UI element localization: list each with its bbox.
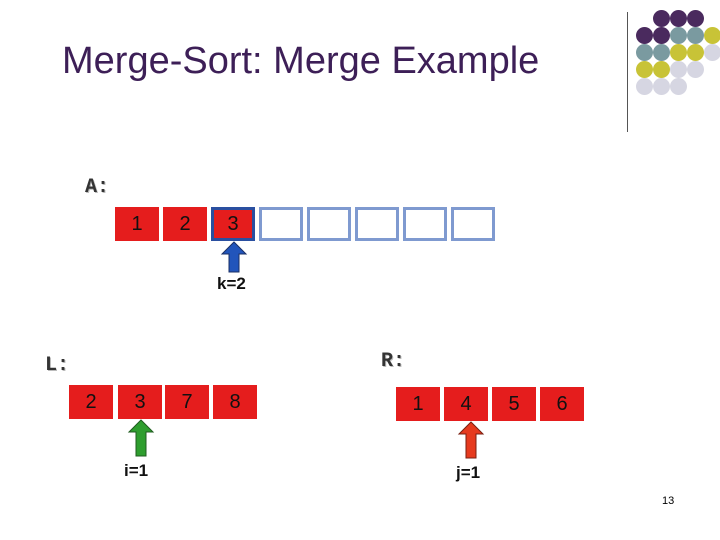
array-a-cell xyxy=(259,207,303,241)
decorative-dot xyxy=(704,44,720,61)
array-r-cell: 6 xyxy=(540,387,584,421)
array-r-cell: 5 xyxy=(492,387,536,421)
slide-title: Merge-Sort: Merge Example xyxy=(62,40,540,82)
array-a-cell xyxy=(403,207,447,241)
decorative-dot xyxy=(687,10,704,27)
decorative-dot xyxy=(636,27,653,44)
array-l-label: L: xyxy=(45,354,70,377)
decorative-dot xyxy=(687,27,704,44)
title-divider xyxy=(627,12,628,132)
array-a-cell: 2 xyxy=(163,207,207,241)
k-pointer-arrow-icon xyxy=(220,241,248,273)
decorative-dot xyxy=(653,10,670,27)
j-pointer-label: j=1 xyxy=(456,463,481,482)
decorative-dot xyxy=(670,78,687,95)
array-l-cell: 7 xyxy=(165,385,209,419)
decorative-dot xyxy=(670,61,687,78)
decorative-dot xyxy=(670,44,687,61)
decorative-dot xyxy=(670,27,687,44)
array-r-cell: 1 xyxy=(396,387,440,421)
array-a-cell xyxy=(355,207,399,241)
i-pointer-arrow-icon xyxy=(127,419,155,457)
decorative-dot xyxy=(636,78,653,95)
decorative-dot xyxy=(687,61,704,78)
j-pointer-arrow-icon xyxy=(457,421,485,459)
array-l-cell: 3 xyxy=(118,385,162,419)
decorative-dot xyxy=(636,44,653,61)
array-l-cell: 8 xyxy=(213,385,257,419)
array-r-cell: 4 xyxy=(444,387,488,421)
array-r-label: R: xyxy=(381,350,406,373)
decorative-dot xyxy=(653,44,670,61)
k-pointer-label: k=2 xyxy=(217,274,246,293)
array-a-cell: 1 xyxy=(115,207,159,241)
decorative-dot xyxy=(636,61,653,78)
page-number: 13 xyxy=(662,495,675,507)
i-pointer-label: i=1 xyxy=(124,461,149,480)
decorative-dot xyxy=(687,44,704,61)
decorative-dot xyxy=(704,27,720,44)
array-a-cell-current: 3 xyxy=(211,207,255,241)
decorative-dot xyxy=(653,78,670,95)
decorative-dot xyxy=(653,61,670,78)
array-a-label: A: xyxy=(85,176,110,199)
array-a-cell xyxy=(307,207,351,241)
array-l-cell: 2 xyxy=(69,385,113,419)
decorative-dot xyxy=(653,27,670,44)
array-a-cell xyxy=(451,207,495,241)
decorative-dot xyxy=(670,10,687,27)
